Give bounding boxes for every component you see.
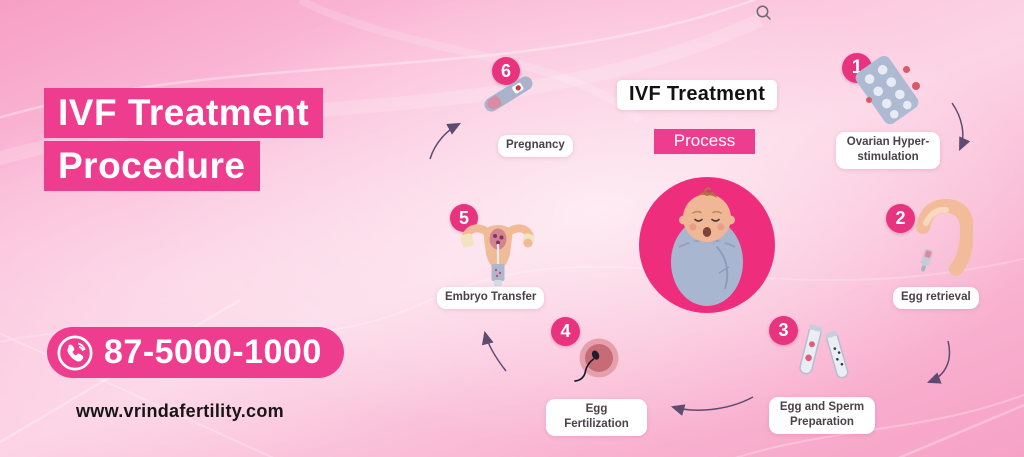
step-3-number: 3 bbox=[769, 316, 798, 345]
pill-blister-pack-icon bbox=[849, 49, 926, 131]
test-tubes-icon bbox=[794, 322, 856, 394]
banner-title-line2: Procedure bbox=[44, 141, 260, 191]
uterus-catheter-icon bbox=[459, 210, 537, 288]
step-6-label: Pregnancy bbox=[498, 135, 573, 157]
step-2-label: Egg retrieval bbox=[893, 287, 979, 309]
website-link[interactable]: www.vrindafertility.com bbox=[76, 401, 284, 421]
pregnancy-test-icon bbox=[480, 72, 536, 116]
pill-dot bbox=[866, 97, 872, 103]
banner-title-line1: IVF Treatment bbox=[44, 88, 324, 138]
step-5-label: Embryo Transfer bbox=[437, 287, 545, 309]
step-1-label: Ovarian Hyper- stimulation bbox=[836, 132, 940, 169]
step-4-label: Egg Fertilization bbox=[546, 399, 647, 436]
search-icon[interactable] bbox=[755, 4, 773, 22]
step-4-number: 4 bbox=[551, 317, 580, 346]
arrow-step3-to-step4 bbox=[670, 396, 754, 416]
phone-icon bbox=[56, 334, 94, 372]
phone-pill[interactable]: 87-5000-1000 bbox=[47, 327, 344, 378]
arrow-step5-to-step6 bbox=[429, 122, 461, 160]
ovary-needle-icon bbox=[911, 197, 973, 279]
phone-number: 87-5000-1000 bbox=[104, 333, 322, 371]
step-3-label: Egg and Sperm Preparation bbox=[769, 397, 875, 434]
center-subtitle: Process bbox=[654, 129, 755, 154]
step-2-number: 2 bbox=[886, 204, 915, 233]
swaddled-baby-illustration bbox=[639, 177, 775, 313]
step-6-number: 6 bbox=[492, 57, 520, 85]
pill-dot bbox=[903, 66, 910, 73]
arrow-step2-to-step3 bbox=[926, 340, 951, 384]
center-title: IVF Treatment bbox=[617, 80, 778, 110]
arrow-step1-to-step2 bbox=[951, 102, 971, 152]
pill-dot bbox=[912, 82, 920, 90]
egg-and-sperm-icon bbox=[572, 335, 624, 395]
arrow-step4-to-step5 bbox=[481, 330, 507, 372]
